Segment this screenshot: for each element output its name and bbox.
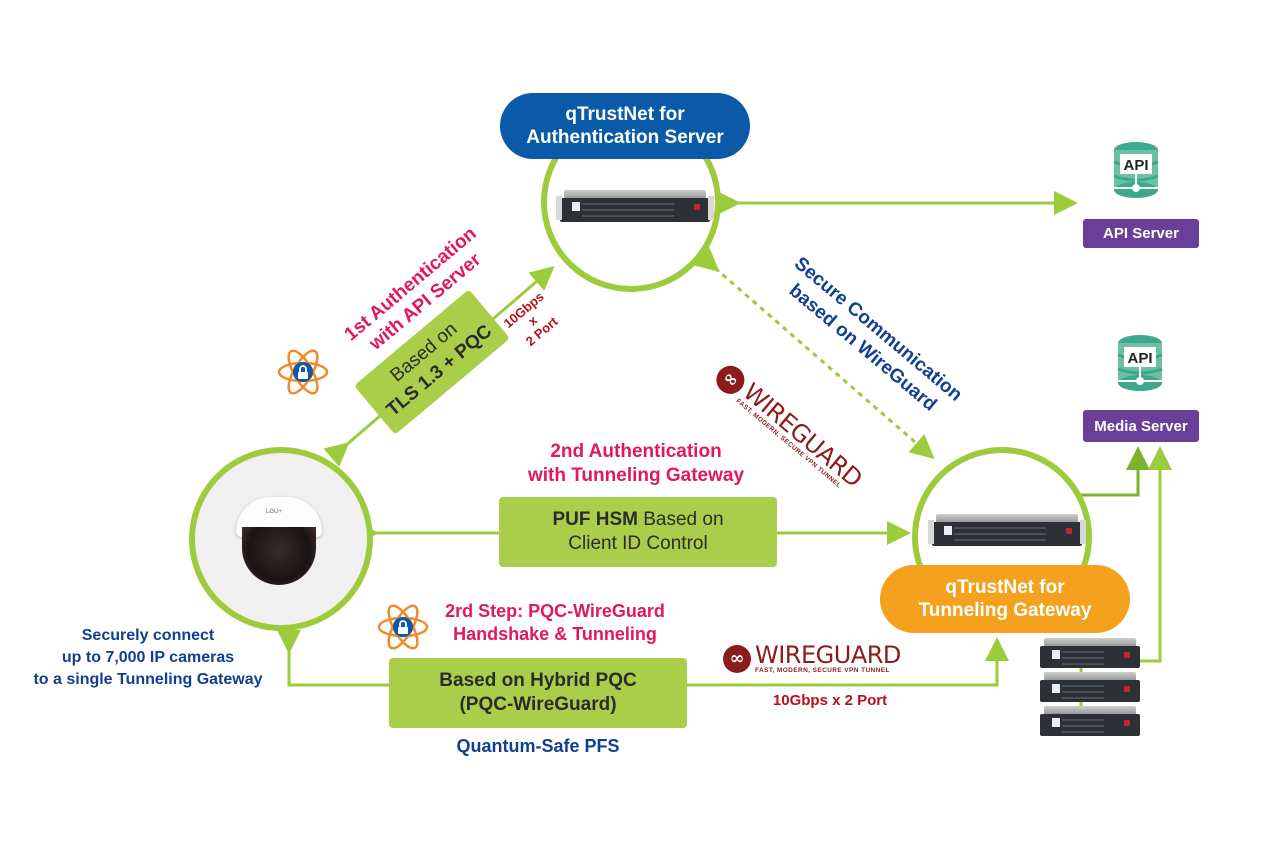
ip-camera[interactable]: LGU+ [236, 497, 322, 585]
api-server-tag[interactable]: API Server [1083, 219, 1199, 248]
wireguard-tagline-2: FAST, MODERN, SECURE VPN TUNNEL [755, 667, 890, 674]
arrow-gateway-media [1077, 446, 1150, 497]
wireguard-dragon-icon-2: ∞ [723, 644, 751, 673]
wireguard-logo-bottom: ∞ WIREGUARD FAST, MODERN, SECURE VPN TUN… [723, 643, 901, 674]
media-server-tag[interactable]: Media Server [1083, 410, 1199, 442]
media-database-icon: API [1114, 335, 1166, 391]
hybrid-pqc-prefix: Based on [439, 670, 531, 691]
puf-hsm-box: PUF HSM Based on Client ID Control [499, 497, 777, 567]
stack-server-3[interactable] [1040, 706, 1140, 736]
gateway-title-line2: Tunneling Gateway [918, 600, 1092, 621]
camera-note-line3: to a single Tunneling Gateway [33, 671, 263, 688]
auth-server-title-line2: Authentication Server [526, 127, 724, 148]
hybrid-pqc-bold: Hybrid PQC [530, 670, 637, 691]
hybrid-pqc-box: Based on Hybrid PQC (PQC-WireGuard) [389, 658, 687, 728]
atom-lock-icon-2 [377, 604, 429, 650]
second-auth-heading-line2: with Tunneling Gateway [527, 465, 745, 486]
gateway-title-line1: qTrustNet for [945, 577, 1065, 598]
auth-server-hardware[interactable] [556, 190, 714, 222]
gateway-hardware[interactable] [928, 514, 1086, 546]
wireguard-wordmark-2: WIREGUARD [755, 641, 901, 669]
second-auth-heading: 2nd Authentication with Tunneling Gatewa… [500, 440, 772, 488]
camera-brand: LGU+ [266, 509, 282, 515]
quantum-safe-label: Quantum-Safe PFS [456, 736, 620, 756]
camera-note-line1: Securely connect [81, 627, 215, 644]
svg-text:API: API [1123, 157, 1148, 174]
auth-server-title-line1: qTrustNet for [565, 104, 685, 125]
gateway-title: qTrustNet for Tunneling Gateway [880, 565, 1130, 633]
camera-note-line2: up to 7,000 IP cameras [61, 649, 235, 666]
puf-hsm-line2: Client ID Control [568, 533, 708, 554]
arrow-wireguard-dotted [693, 247, 935, 459]
svg-text:API: API [1127, 350, 1152, 367]
step-pqc-heading-line1: 2rd Step: PQC-WireGuard [445, 601, 665, 621]
hybrid-pqc-line2: (PQC-WireGuard) [459, 694, 617, 715]
stack-server-1[interactable] [1040, 638, 1140, 668]
api-database-icon: API [1110, 142, 1162, 198]
camera-note: Securely connect up to 7,000 IP cameras … [0, 625, 296, 691]
bottom-speed-label: 10Gbps x 2 Port [772, 692, 888, 709]
auth-server-title: qTrustNet for Authentication Server [500, 93, 750, 159]
puf-hsm-rest: Based on [637, 509, 724, 530]
puf-hsm-bold: PUF HSM [552, 509, 638, 530]
step-pqc-heading-line2: Handshake & Tunneling [453, 624, 657, 644]
step-pqc-heading: 2rd Step: PQC-WireGuard Handshake & Tunn… [430, 600, 680, 646]
atom-lock-icon [277, 349, 329, 395]
second-auth-heading-line1: 2nd Authentication [550, 441, 722, 462]
stack-server-2[interactable] [1040, 672, 1140, 702]
